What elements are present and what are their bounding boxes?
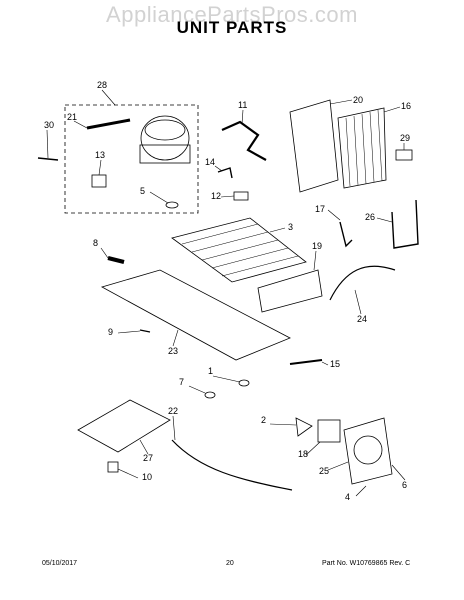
- callout-16: 16: [401, 101, 411, 111]
- callout-11: 11: [238, 100, 247, 110]
- footer-part-number: Part No. W10769865 Rev. C: [322, 560, 411, 567]
- part12-shape: [233, 191, 249, 201]
- callout-24: 24: [357, 314, 367, 324]
- watermark: AppliancePartsPros.com: [106, 2, 358, 27]
- part29-shape: [395, 149, 413, 161]
- evaporator-shape: [171, 217, 307, 283]
- callout-29: 29: [400, 133, 410, 143]
- callout-5: 5: [140, 186, 145, 196]
- callout-22: 22: [168, 406, 178, 416]
- callout-15: 15: [330, 359, 340, 369]
- sheet27-shape: [77, 399, 171, 453]
- compressor-group-box: [64, 104, 199, 214]
- drain-pan-shape: [257, 269, 323, 313]
- cover-shape: [289, 99, 339, 193]
- harness24-shape: [329, 265, 396, 301]
- part30-shape: [37, 157, 59, 161]
- callout-2: 2: [261, 415, 266, 425]
- callout-23: 23: [168, 346, 178, 356]
- compressor-base: [139, 144, 191, 164]
- callout-21: 21: [67, 112, 77, 122]
- part10-shape: [107, 461, 119, 473]
- callout-30: 30: [44, 120, 54, 130]
- fan-bracket-shape: [343, 417, 393, 485]
- callout-17: 17: [315, 204, 325, 214]
- part26-shape: [391, 199, 419, 249]
- callout-13: 13: [95, 150, 105, 160]
- callout-20: 20: [353, 95, 363, 105]
- part8-shape: [107, 256, 125, 264]
- callout-3: 3: [288, 222, 293, 232]
- callout-27: 27: [143, 453, 153, 463]
- part1-shape: [238, 379, 250, 387]
- callout-1: 1: [208, 366, 213, 376]
- callout-10: 10: [142, 472, 152, 482]
- callout-4: 4: [345, 492, 350, 502]
- callout-25: 25: [319, 466, 329, 476]
- fan-shroud-shape: [353, 435, 383, 465]
- relay-shape: [86, 118, 131, 130]
- screw9-shape: [139, 329, 151, 333]
- callout-8: 8: [93, 238, 98, 248]
- callout-28: 28: [97, 80, 107, 90]
- harness22-shape: [171, 439, 293, 491]
- page-title: UNIT PARTS: [176, 18, 288, 37]
- compressor-shape: [140, 115, 190, 161]
- grommet-shape: [165, 201, 179, 209]
- callout-18: 18: [298, 449, 308, 459]
- part17-shape: [339, 221, 353, 248]
- callout-19: 19: [312, 241, 322, 251]
- footer-page-number: 20: [226, 560, 234, 567]
- base-plate-shape: [100, 269, 291, 361]
- tube-shape: [221, 120, 267, 161]
- callout-6: 6: [402, 480, 407, 490]
- part7-shape: [204, 391, 216, 399]
- part15-shape: [289, 359, 323, 365]
- callout-7: 7: [179, 377, 184, 387]
- callout-12: 12: [211, 191, 221, 201]
- callout-14: 14: [205, 157, 215, 167]
- fan-blade-shape: [295, 417, 313, 437]
- fan-motor-shape: [317, 419, 341, 443]
- condenser-shape: [337, 107, 387, 189]
- callout-26: 26: [365, 212, 375, 222]
- overload-shape: [91, 174, 107, 188]
- footer-date: 05/10/2017: [42, 560, 78, 567]
- callout-9: 9: [108, 327, 113, 337]
- compressor-top: [144, 119, 186, 141]
